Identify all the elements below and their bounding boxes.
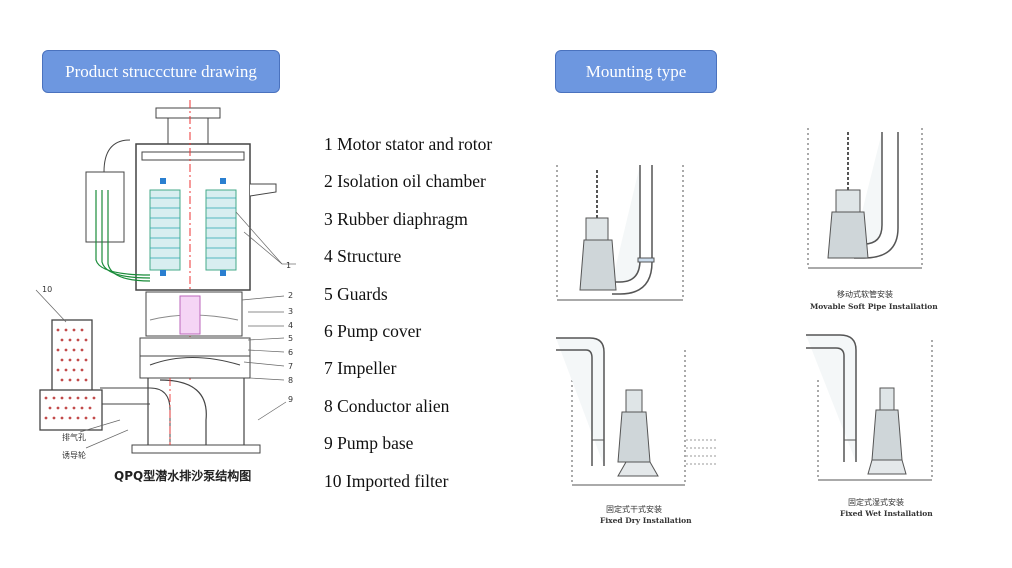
fixed-wet-install-diagram xyxy=(806,334,933,481)
drawing-title: QPQ型潜水排沙泵结构图 xyxy=(114,468,251,483)
callout-label: 6 xyxy=(288,348,293,357)
part-item: 1 Motor stator and rotor xyxy=(324,134,493,154)
vent-label: 排气孔 xyxy=(62,432,86,442)
callout-label: 2 xyxy=(288,291,293,300)
fixed-dry-install-diagram xyxy=(556,337,718,486)
part-item: 2 Isolation oil chamber xyxy=(324,171,486,192)
part-item: 9 Pump base xyxy=(324,433,414,454)
callout-label: 10 xyxy=(42,285,52,294)
part-item: 6 Pump cover xyxy=(324,320,422,341)
fixed-wet-caption-en: Fixed Wet Installation xyxy=(840,509,933,518)
fixed-wet-caption-cn: 固定式湿式安装 xyxy=(848,497,904,507)
callout-label: 4 xyxy=(288,321,293,330)
callout-label: 7 xyxy=(288,362,293,371)
callout-label: 5 xyxy=(288,334,293,343)
movable-install-diagram-1 xyxy=(556,165,684,301)
fixed-dry-caption-cn: 固定式干式安装 xyxy=(606,504,662,514)
callout-label: 1 xyxy=(286,261,291,270)
movable-install-diagram xyxy=(807,128,923,269)
movable-caption-cn: 移动式软管安装 xyxy=(837,289,893,299)
parts-list: 1 Motor stator and rotor 2 Isolation oil… xyxy=(324,133,492,507)
part-item: 5 Guards xyxy=(324,283,388,304)
pump-structure-drawing xyxy=(35,100,296,454)
part-item: 3 Rubber diaphragm xyxy=(324,208,468,229)
callout-label: 8 xyxy=(288,376,293,385)
part-item: 4 Structure xyxy=(324,246,402,267)
guide-label: 诱导轮 xyxy=(62,450,86,460)
part-item: 7 Impeller xyxy=(324,358,397,379)
callout-label: 3 xyxy=(288,307,293,316)
part-item: 10 Imported filter xyxy=(324,470,449,491)
part-item: 8 Conductor alien xyxy=(324,395,450,416)
fixed-dry-caption-en: Fixed Dry Installation xyxy=(600,516,692,525)
callout-label: 9 xyxy=(288,395,293,404)
product-structure-drawing-button[interactable]: Product strucccture drawing xyxy=(42,50,280,93)
mounting-type-button[interactable]: Mounting type xyxy=(555,50,717,93)
movable-caption-en: Movable Soft Pipe Installation xyxy=(810,302,938,311)
